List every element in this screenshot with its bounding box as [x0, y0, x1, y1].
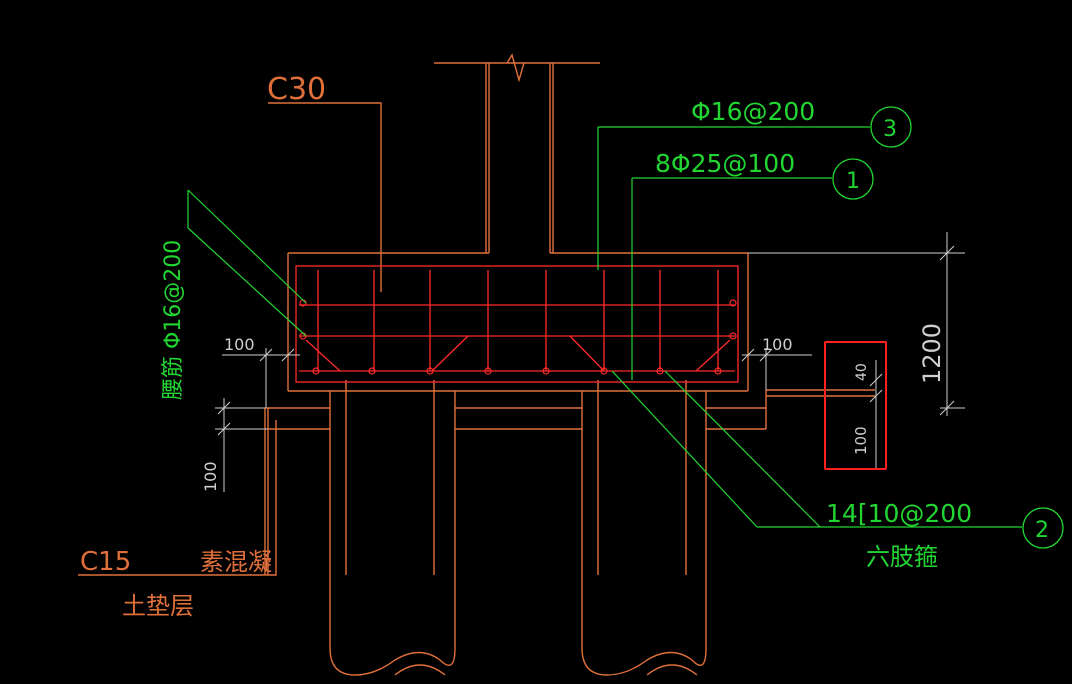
rebar-dot — [368, 367, 376, 375]
bottom-bar-spec-label: 8Φ25@100 — [655, 149, 795, 178]
cushion-layer-label: 土垫层 — [122, 592, 194, 620]
callout-circle-3 — [870, 106, 912, 148]
cushion-material-label: 素混凝 — [200, 548, 272, 576]
dim-left-100-tick-a — [259, 348, 273, 362]
callout-2-number: 2 — [1035, 518, 1049, 543]
c15-leader-line — [78, 420, 277, 576]
dim-left-100-tick-b — [281, 348, 295, 362]
rebar-dot — [426, 367, 434, 375]
dim-right-100-tick-b — [759, 348, 773, 362]
side-bar-leader-upper — [187, 189, 307, 304]
rebar-group — [295, 265, 739, 383]
dim-right-100-tick-a — [741, 348, 755, 362]
cushion-grade-label: C15 — [80, 547, 131, 577]
dim-cover-tick-b — [869, 389, 883, 403]
right-pile-break-curve — [581, 647, 707, 676]
rebar-dot — [312, 367, 320, 375]
dim-left-100-text: 100 — [224, 335, 255, 354]
top-bar-spec-label: Φ16@200 — [691, 97, 815, 126]
dim-right-100-text: 100 — [762, 335, 793, 354]
stirrup-outer-box — [295, 265, 739, 383]
hook-left-pile — [431, 335, 469, 372]
highlight-box — [824, 341, 887, 470]
break-symbol — [506, 53, 525, 83]
rebar-dot — [729, 332, 737, 340]
callout-3-number: 3 — [883, 117, 897, 142]
left-pile-break-curve-inner — [394, 664, 446, 676]
concrete-outline-group — [78, 53, 875, 676]
concrete-grade-label: C30 — [267, 72, 326, 107]
dim-cover-40-text: 40 — [854, 363, 870, 381]
callout-1-number: 1 — [846, 169, 860, 194]
side-bar-leader-lower — [187, 227, 307, 337]
left-pile-break-curve — [329, 647, 456, 676]
stirrup-spec-label: 14[10@200 — [826, 499, 972, 528]
hook-left-end — [305, 339, 341, 372]
dimension-group — [215, 232, 965, 492]
hook-right-pile — [569, 335, 605, 372]
dim-pile-100-text: 100 — [852, 426, 870, 455]
side-bar-spec-label: 腰筋 Φ16@200 — [161, 240, 186, 400]
right-pile-break-curve-inner — [646, 664, 698, 676]
leader-line-group — [187, 126, 1022, 528]
dim-1200-text: 1200 — [918, 323, 946, 384]
callout-circle-1 — [832, 158, 874, 200]
rebar-section-dots — [299, 299, 737, 375]
dim-1200-tick-bottom — [939, 400, 955, 416]
rebar-dot — [714, 367, 722, 375]
dim-cover-tick-a — [869, 373, 883, 387]
dim-cushion-100-text: 100 — [201, 461, 220, 492]
callout-circle-2 — [1022, 507, 1064, 549]
stirrup-type-label: 六肢箍 — [866, 543, 938, 571]
rebar-dot — [729, 299, 737, 307]
rebar-dot — [542, 367, 550, 375]
callout-circles — [832, 106, 1064, 549]
hook-right-end — [695, 339, 731, 372]
c30-leader-line — [268, 102, 382, 292]
dim-cushion-tick-bottom — [217, 422, 231, 436]
rebar-dot — [484, 367, 492, 375]
dim-cushion-tick-top — [217, 401, 231, 415]
rebar-dot — [656, 367, 664, 375]
dim-1200-tick-top — [939, 245, 955, 261]
leader-2-diagonal-b — [664, 370, 821, 528]
leader-2-diagonal-a — [611, 370, 758, 528]
rebar-dot — [600, 367, 608, 375]
